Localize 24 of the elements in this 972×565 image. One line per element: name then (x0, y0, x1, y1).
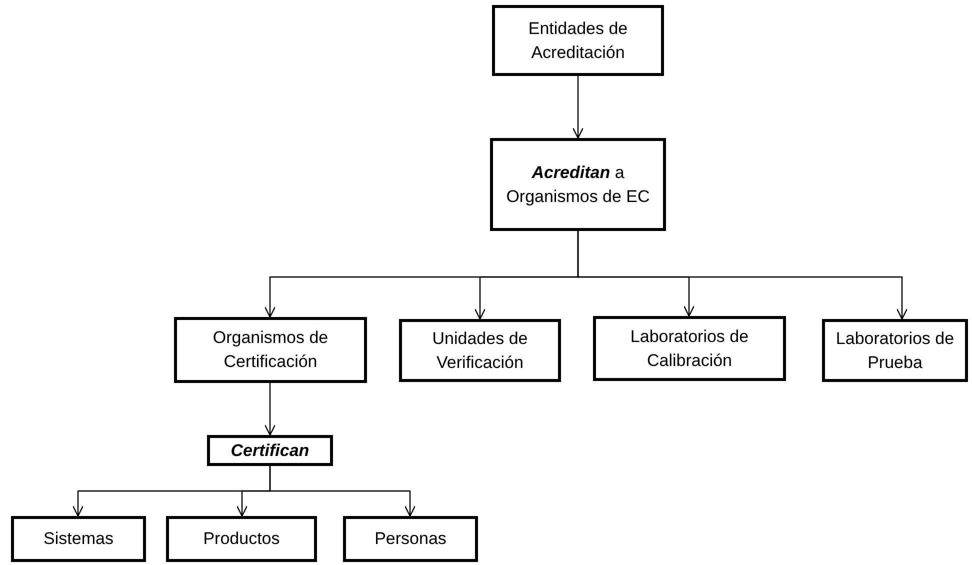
box-label: Laboratorios de Calibración (629, 326, 750, 372)
process-box (11, 516, 146, 562)
process-box (822, 319, 968, 382)
arrow (577, 231, 908, 320)
process-box (593, 316, 786, 381)
process-box (399, 319, 561, 382)
process-box (166, 516, 317, 562)
process-box (174, 317, 367, 383)
box-label: Personas (374, 528, 446, 550)
box-label: Entidades de Acreditación (527, 18, 629, 64)
box-label: Acreditan a Organismos de EC (505, 162, 651, 208)
box-label: Unidades de Verificación (431, 328, 529, 374)
box-label: Productos (203, 528, 280, 550)
process-box (490, 138, 666, 231)
arrow (269, 466, 416, 517)
box-label: Laboratorios de Prueba (834, 328, 956, 374)
process-box (207, 435, 333, 466)
process-box (343, 516, 478, 562)
process-box (492, 5, 664, 76)
box-label: Certifican (230, 440, 310, 462)
arrow (264, 383, 276, 436)
box-label: Organismos de Certificación (212, 327, 330, 373)
box-label: Sistemas (44, 528, 114, 550)
arrow (572, 76, 584, 139)
